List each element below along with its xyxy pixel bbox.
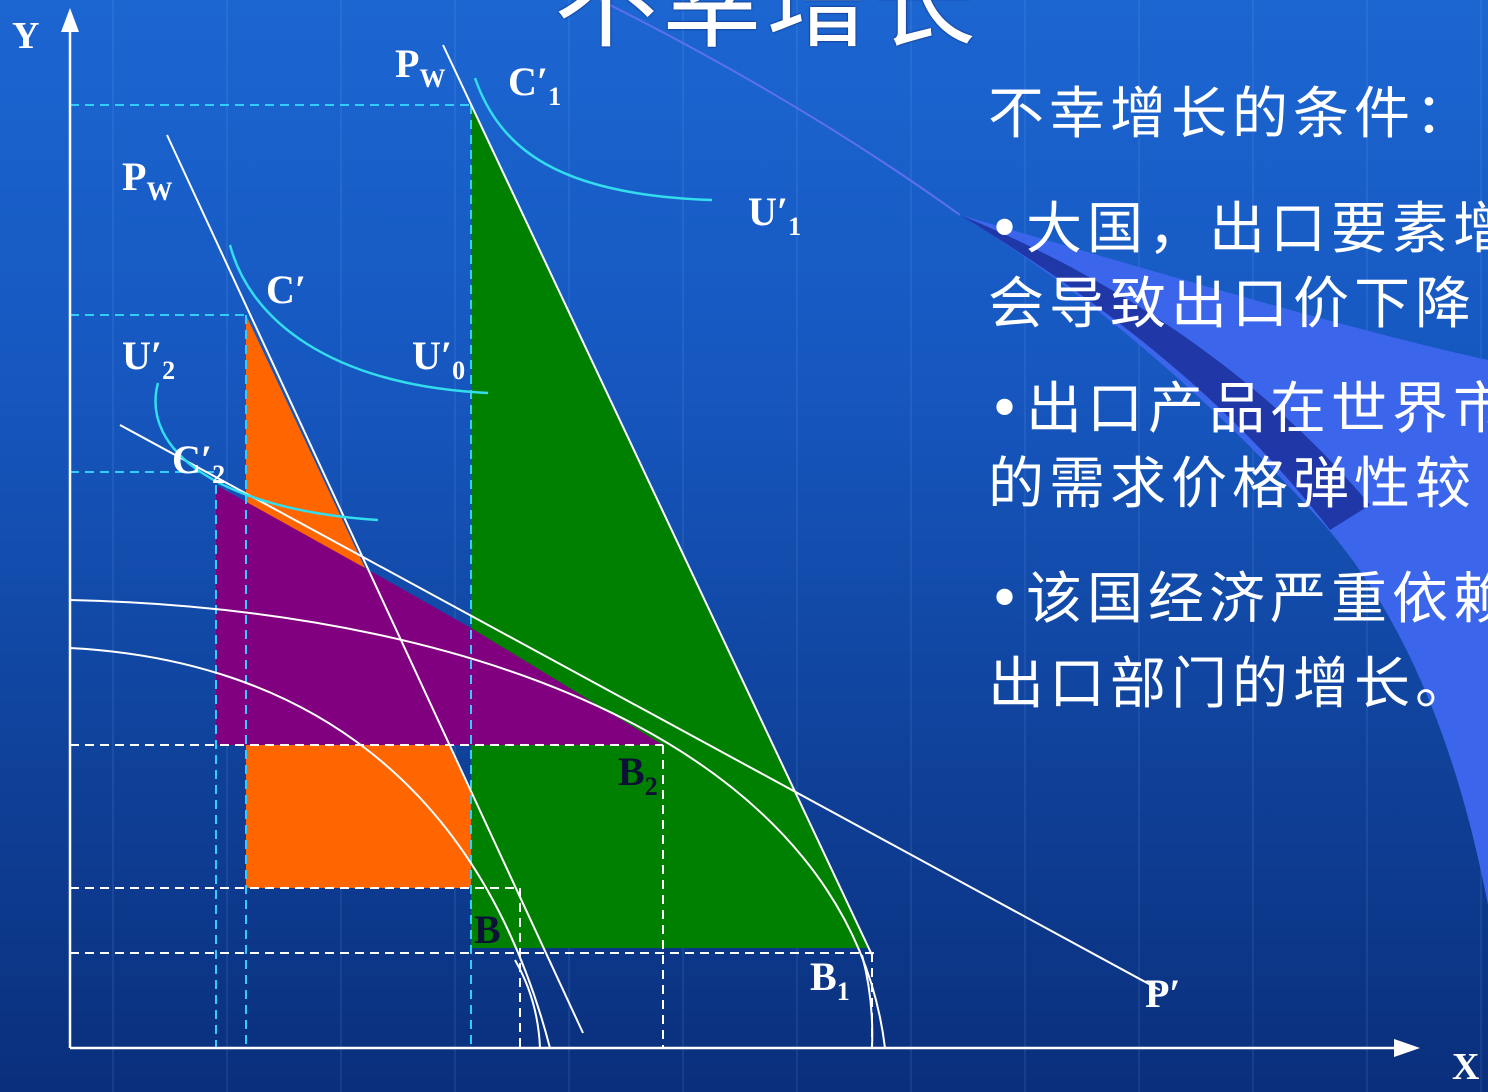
- label-c: C′: [266, 268, 306, 312]
- x-axis-arrow-icon: [1394, 1039, 1420, 1057]
- label-pw-top: PW: [395, 41, 445, 92]
- conditions-line-4: 的需求价格弹性较: [988, 452, 1476, 517]
- label-u1: U′1: [748, 189, 801, 240]
- label-c2: C′2: [172, 437, 225, 488]
- purple-area: [216, 485, 663, 745]
- label-pw-top-main: P: [395, 41, 420, 86]
- slide-title: 不幸增长: [554, 0, 978, 54]
- price-line-pw-top: [442, 44, 873, 956]
- price-lines: [119, 44, 1161, 1034]
- ppf-outer-curve-edge: [861, 954, 874, 1049]
- label-u2: U′2: [122, 333, 175, 384]
- indifference-curve-u1: [473, 77, 713, 202]
- label-c1-sub: 1: [548, 82, 562, 111]
- cyan-dashed-guides: [70, 104, 472, 1048]
- label-pw-mid-main: P: [122, 154, 147, 199]
- label-c1-main: C′: [508, 59, 549, 104]
- background-swoosh-light: [960, 215, 1488, 905]
- ppf-inner-curve: [69, 647, 551, 1049]
- conditions-text-block: 不幸增长的条件： •大国，出口要素增 会导致出口价下降 •出口产品在世界市 的需…: [988, 0, 1488, 760]
- slide-title-clip: 不幸增长: [548, 0, 978, 54]
- label-c2-main: C′: [172, 437, 213, 482]
- label-b2-main: B: [618, 749, 645, 794]
- label-b1-main: B: [810, 954, 837, 999]
- y-axis-arrow-icon: [61, 8, 79, 32]
- conditions-heading: 不幸增长的条件：: [988, 82, 1476, 147]
- label-b-main: B: [474, 907, 501, 952]
- label-b2-sub: 2: [644, 772, 658, 801]
- label-b2: B2: [618, 749, 658, 800]
- ppf-inner-curve-edge: [514, 959, 541, 1049]
- label-u0-main: U′: [412, 333, 453, 378]
- label-p-prime: P′: [1145, 972, 1181, 1016]
- label-u0-sub: 0: [452, 356, 466, 385]
- label-u1-sub: 1: [788, 212, 802, 241]
- label-c2-sub: 2: [212, 460, 226, 489]
- conditions-line-2: 会导致出口价下降: [988, 272, 1476, 337]
- label-b: B: [474, 908, 501, 952]
- label-b1-sub: 1: [836, 977, 850, 1006]
- background-swoosh-arc: [599, 0, 961, 216]
- indifference-curve-u2: [154, 382, 379, 522]
- ppf-outer-curve: [69, 599, 886, 1049]
- label-pw-mid: PW: [122, 154, 172, 205]
- label-pw-top-sub: W: [419, 64, 446, 93]
- price-line-pw-mid: [166, 134, 584, 1034]
- label-u2-sub: 2: [162, 356, 176, 385]
- indifference-curves: [154, 77, 713, 522]
- label-pw-mid-sub: W: [146, 177, 173, 206]
- label-c-main: C′: [266, 267, 307, 312]
- production-curves: [69, 599, 886, 1049]
- label-b1: B1: [810, 954, 850, 1005]
- label-u2-main: U′: [122, 333, 163, 378]
- label-u1-main: U′: [748, 189, 789, 234]
- background-swoosh-shadow: [960, 215, 1370, 530]
- label-p-prime-main: P′: [1145, 971, 1181, 1016]
- y-axis-label: Y: [12, 15, 40, 57]
- price-line-p-prime: [119, 424, 1161, 991]
- x-axis-label: X: [1452, 1046, 1480, 1088]
- conditions-line-6: 出口部门的增长。: [988, 652, 1476, 717]
- conditions-line-1: •大国，出口要素增: [988, 197, 1488, 262]
- label-u0: U′0: [412, 333, 465, 384]
- conditions-line-3: •出口产品在世界市: [988, 377, 1488, 442]
- conditions-line-5: •该国经济严重依赖: [988, 567, 1488, 632]
- axes: [61, 8, 1420, 1057]
- label-c1: C′1: [508, 59, 561, 110]
- indifference-curve-u0: [228, 244, 489, 395]
